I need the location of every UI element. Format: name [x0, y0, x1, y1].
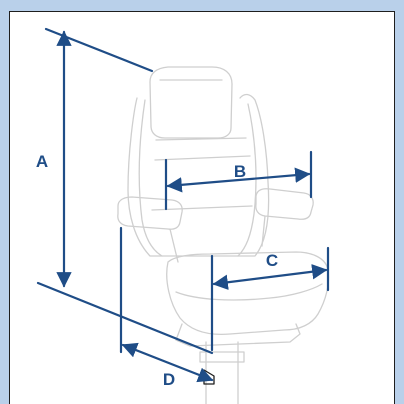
dimension-d-label: D [163, 370, 175, 389]
dimension-c-line [212, 264, 328, 290]
right-armrest-support [261, 215, 266, 247]
dimension-a-bottom-extension [36, 281, 214, 355]
seat-cushion-outline [166, 251, 330, 336]
seat-base-outline [175, 323, 301, 347]
pedestal-outline [205, 341, 239, 404]
left-armrest-support [169, 228, 179, 263]
dimension-lines [36, 27, 330, 383]
backrest-cushion-line-2 [151, 205, 253, 211]
dimension-a-top-extension [44, 27, 154, 73]
dimension-b-label: B [234, 162, 246, 181]
headrest-outline [149, 66, 233, 139]
seat-cushion-front [175, 283, 323, 301]
right-armrest-outline [255, 188, 314, 220]
dimension-b-line [166, 167, 311, 193]
seat-illustration [117, 66, 330, 404]
backrest-left-bolster [138, 99, 163, 257]
backrest-cushion-line-1 [154, 155, 251, 161]
dimension-a-label: A [36, 152, 48, 171]
dimension-c-label: C [266, 251, 278, 270]
backrest-right-bolster [237, 103, 257, 257]
dimension-d-line [121, 342, 214, 383]
backrest-outline [127, 93, 270, 257]
backrest-cushion-line-3 [155, 137, 247, 141]
left-armrest-outline [117, 196, 183, 230]
